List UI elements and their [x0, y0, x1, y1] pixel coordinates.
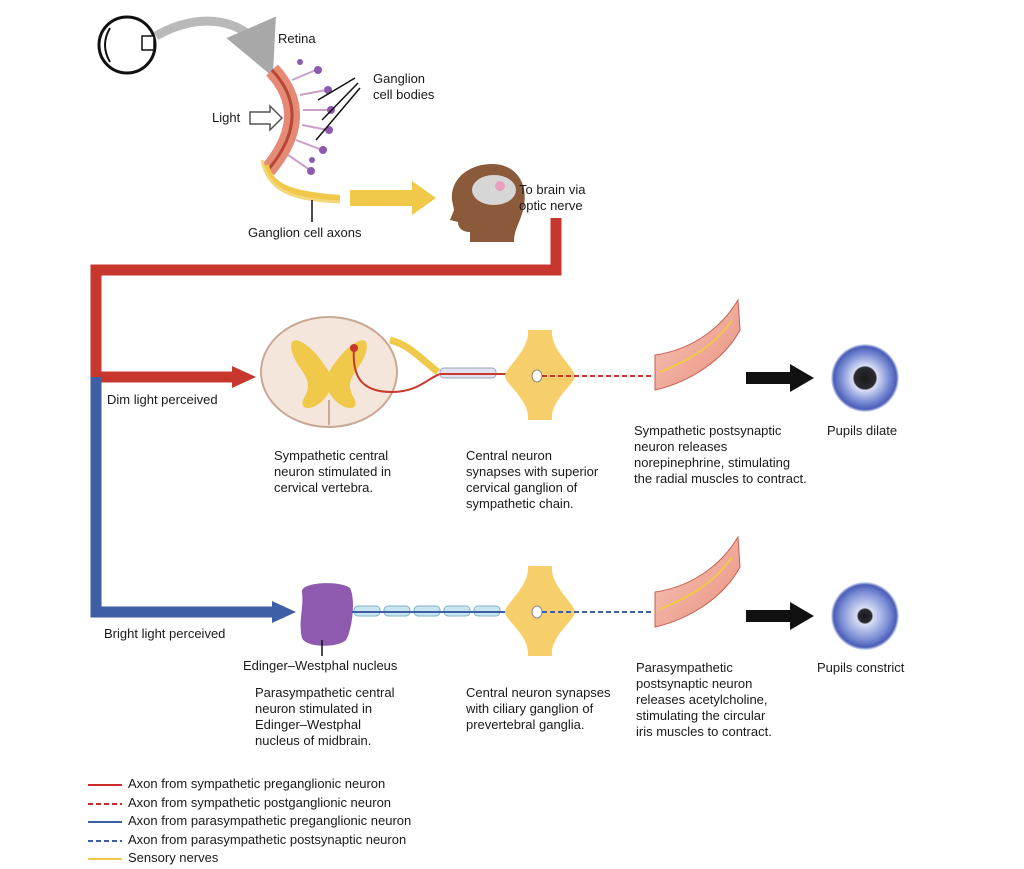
sensory-arrow [350, 181, 436, 215]
dilated-eye-icon [831, 344, 899, 412]
sympathetic-pathway [90, 218, 562, 383]
sympathetic-central-label: Sympathetic central neuron stimulated in… [274, 448, 392, 495]
legend-item: Axon from parasympathetic preganglionic … [88, 813, 412, 829]
parasym-central-label: Parasympathetic central neuron stimulate… [255, 685, 395, 748]
retina-illustration [260, 59, 361, 222]
dim-light-label: Dim light perceived [107, 392, 218, 407]
edinger-westphal-nucleus [300, 583, 353, 646]
parasympathetic-pathway [90, 377, 272, 618]
sympathetic-post-label: Sympathetic postsynaptic neuron releases… [634, 423, 807, 486]
legend-item: Axon from sympathetic postganglionic neu… [88, 794, 392, 810]
legend-item: Sensory nerves [88, 850, 219, 866]
pupils-dilate-label: Pupils dilate [827, 423, 898, 438]
light-label: Light [212, 110, 241, 125]
constricted-eye-icon [831, 582, 899, 650]
light-arrow [249, 104, 284, 132]
spinal-cord-illustration [260, 316, 441, 428]
bright-light-label: Bright light perceived [104, 626, 226, 641]
dilate-arrow [746, 364, 814, 392]
radial-muscle-tissue [654, 298, 741, 391]
ganglion-cell-bodies-label: Ganglion cell bodies [373, 71, 435, 102]
legend: Axon from sympathetic preganglionic neur… [88, 775, 411, 868]
legend-item: Axon from sympathetic preganglionic neur… [88, 776, 386, 791]
eye-icon [97, 15, 157, 75]
pupils-constrict-label: Pupils constrict [817, 660, 905, 675]
central-superior-label: Central neuron synapses with superior ce… [466, 448, 599, 511]
circular-muscle-tissue [654, 535, 741, 628]
retina-label: Retina [278, 31, 316, 46]
zoom-arrow [153, 16, 276, 77]
to-brain-label: To brain via optic nerve [519, 182, 586, 213]
central-ciliary-label: Central neuron synapses with ciliary gan… [466, 685, 611, 732]
constrict-arrow [746, 602, 814, 630]
edinger-nucleus-label: Edinger–Westphal nucleus [243, 658, 398, 673]
parasym-post-label: Parasympathetic postsynaptic neuron rele… [636, 660, 772, 739]
ganglion-cell-axons-label: Ganglion cell axons [248, 225, 362, 240]
head-icon [450, 164, 525, 242]
legend-item: Axon from parasympathetic postsynaptic n… [88, 831, 407, 847]
